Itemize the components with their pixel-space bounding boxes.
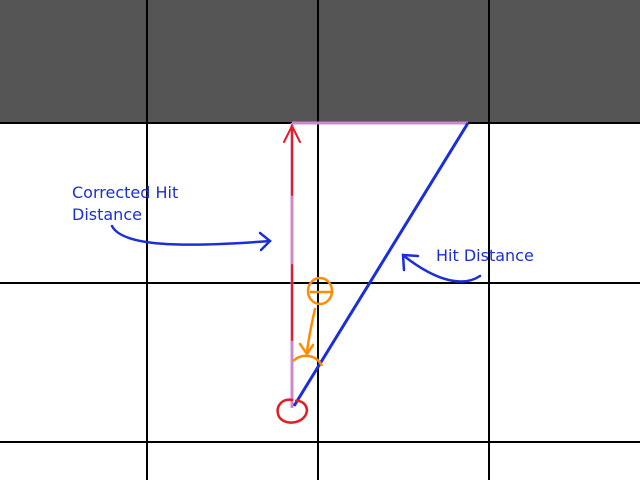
corrected-arrow bbox=[283, 123, 301, 341]
hit-label-arrow bbox=[401, 253, 482, 283]
hit-ray bbox=[292, 122, 470, 407]
corrected-hit-label-line2: Distance bbox=[72, 205, 142, 224]
hit-distance-label: Hit Distance bbox=[436, 246, 534, 265]
corrected-hit-distance-label: Corrected Hit Distance bbox=[72, 182, 178, 226]
corrected-label-arrow bbox=[110, 224, 272, 252]
corrected-hit-label-line1: Corrected Hit bbox=[72, 183, 179, 202]
angle-arc bbox=[292, 354, 324, 367]
wall-region bbox=[0, 0, 640, 123]
theta-symbol bbox=[306, 276, 334, 306]
angle-pointer bbox=[298, 307, 317, 357]
player-marker bbox=[276, 398, 309, 424]
